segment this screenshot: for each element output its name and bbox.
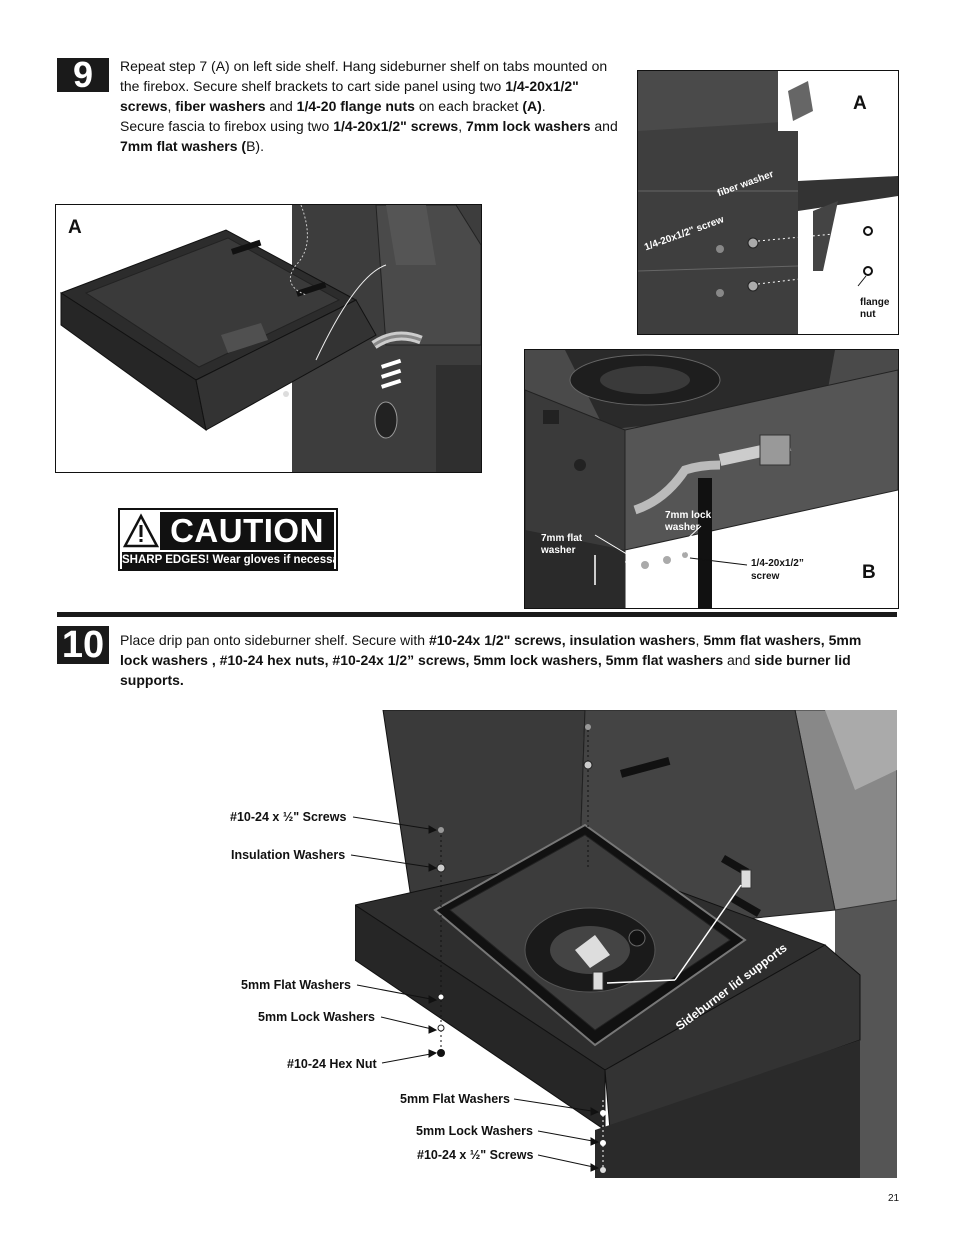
instruction-line: Secure fascia to firebox using two 1/4-2… [120, 116, 630, 136]
instruction-text-run: , [167, 98, 176, 114]
instruction-line: supports. [120, 670, 890, 690]
step-9-badge: 9 [57, 54, 109, 95]
instruction-text-run: side burner lid [754, 652, 851, 668]
instruction-text-run: fiber washers [175, 98, 266, 114]
instruction-text-run: and [723, 652, 755, 668]
instruction-text-run: Place drip pan onto sideburner shelf. Se… [120, 632, 429, 648]
instruction-text-run: 7mm flat washers ( [120, 138, 247, 154]
figure-b-fascia-detail: B 7mm lock washer 7mm flat washer 1/4-20… [524, 349, 899, 609]
callout-flat-washers-bottom: 5mm Flat Washers [400, 1092, 510, 1106]
instruction-text-run: and [590, 118, 618, 134]
instruction-text-run: , [458, 118, 466, 134]
instruction-text-run: 1/4-20 flange nuts [296, 98, 415, 114]
warning-triangle-icon [122, 513, 160, 548]
lock-washer-label-line1: 7mm lock [665, 510, 712, 521]
figure-a-bracket-detail: A fiber washer 1/4-20x1/2" screw flange … [637, 70, 899, 335]
caution-message: SHARP EDGES! Wear gloves if necessary. [122, 552, 334, 569]
instruction-line: 7mm flat washers (B). [120, 136, 630, 156]
callout-flat-washers-left: 5mm Flat Washers [241, 978, 351, 992]
callout-screws-bottom: #10-24 x ½" Screws [417, 1148, 534, 1162]
instruction-text-run: 5mm flat washers, 5mm [703, 632, 862, 648]
callout-screws-top: #10-24 x ½" Screws [230, 810, 347, 824]
instruction-text-run: on each bracket [414, 98, 523, 114]
fascia-detail-illustration [525, 350, 898, 608]
instruction-text-run: #10-24x 1/2" screws, insulation washers [428, 632, 696, 648]
figure-a-right-letter: A [853, 93, 867, 114]
instruction-text-run: Repeat step 7 (A) on left side shelf. Ha… [120, 58, 608, 74]
instruction-line: the firebox. Secure shelf brackets to ca… [120, 76, 630, 96]
instruction-text-run: 7mm lock washers [465, 118, 591, 134]
callout-lock-washers-left: 5mm Lock Washers [258, 1010, 375, 1024]
step-divider [57, 612, 897, 617]
instruction-line: lock washers , #10-24 hex nuts, #10-24x … [120, 650, 890, 670]
instruction-text-run: supports. [120, 672, 184, 688]
callout-hex-nut: #10-24 Hex Nut [287, 1057, 377, 1071]
fascia-screw-label-line1: 1/4-20x1/2” [751, 558, 804, 569]
callout-insulation-washers: Insulation Washers [231, 848, 346, 862]
instruction-text-run: B). [246, 138, 264, 154]
flat-washer-label-line1: 7mm flat [541, 533, 583, 544]
instruction-text-run: Secure fascia to firebox using two [120, 118, 334, 134]
instruction-text-run: 1/4-20x1/2" screws [333, 118, 459, 134]
flange-nut-label-line2: nut [860, 309, 876, 320]
instruction-line: Place drip pan onto sideburner shelf. Se… [120, 630, 890, 650]
figure-a-left-letter: A [68, 217, 82, 238]
sideburner-drawing [355, 710, 897, 1178]
instruction-line: screws, fiber washers and 1/4-20 flange … [120, 96, 630, 116]
side-shelf-illustration [56, 205, 481, 472]
step-10-number: 10 [61, 623, 105, 666]
caution-title: CAUTION [160, 512, 334, 550]
instruction-text-run: lock washers , #10-24 hex nuts, #10-24x … [120, 652, 724, 668]
instruction-text-run: screws [120, 98, 168, 114]
callout-lock-washers-bottom: 5mm Lock Washers [416, 1124, 533, 1138]
flange-nut-label-line1: flange [860, 297, 890, 308]
step-9-instructions: Repeat step 7 (A) on left side shelf. Ha… [120, 56, 630, 156]
instruction-text-run: the firebox. Secure shelf brackets to ca… [120, 78, 506, 94]
bracket-detail-illustration [638, 71, 898, 334]
instruction-text-run: , [695, 632, 704, 648]
flat-washer-label-line2: washer [541, 545, 576, 556]
step-9-number: 9 [72, 54, 94, 95]
figure-a-side-shelf: A [55, 204, 482, 473]
caution-header: CAUTION [122, 512, 334, 550]
step-10-badge: 10 [57, 623, 109, 666]
lock-washer-label-line2: washer [665, 522, 700, 533]
step-10-instructions: Place drip pan onto sideburner shelf. Se… [120, 630, 890, 690]
figure-b-letter: B [862, 562, 876, 583]
page-number: 21 [888, 1193, 900, 1204]
fascia-screw-label-line2: screw [751, 571, 780, 582]
instruction-text-run: . [541, 98, 546, 114]
instruction-line: Repeat step 7 (A) on left side shelf. Ha… [120, 56, 630, 76]
instruction-text-run: and [265, 98, 297, 114]
caution-label: CAUTION SHARP EDGES! Wear gloves if nece… [118, 508, 338, 571]
sideburner-assembly-illustration: Sideburner lid supports [355, 710, 897, 1178]
instruction-text-run: (A) [522, 98, 542, 114]
instruction-text-run: 1/4-20x1/2" [505, 78, 579, 94]
